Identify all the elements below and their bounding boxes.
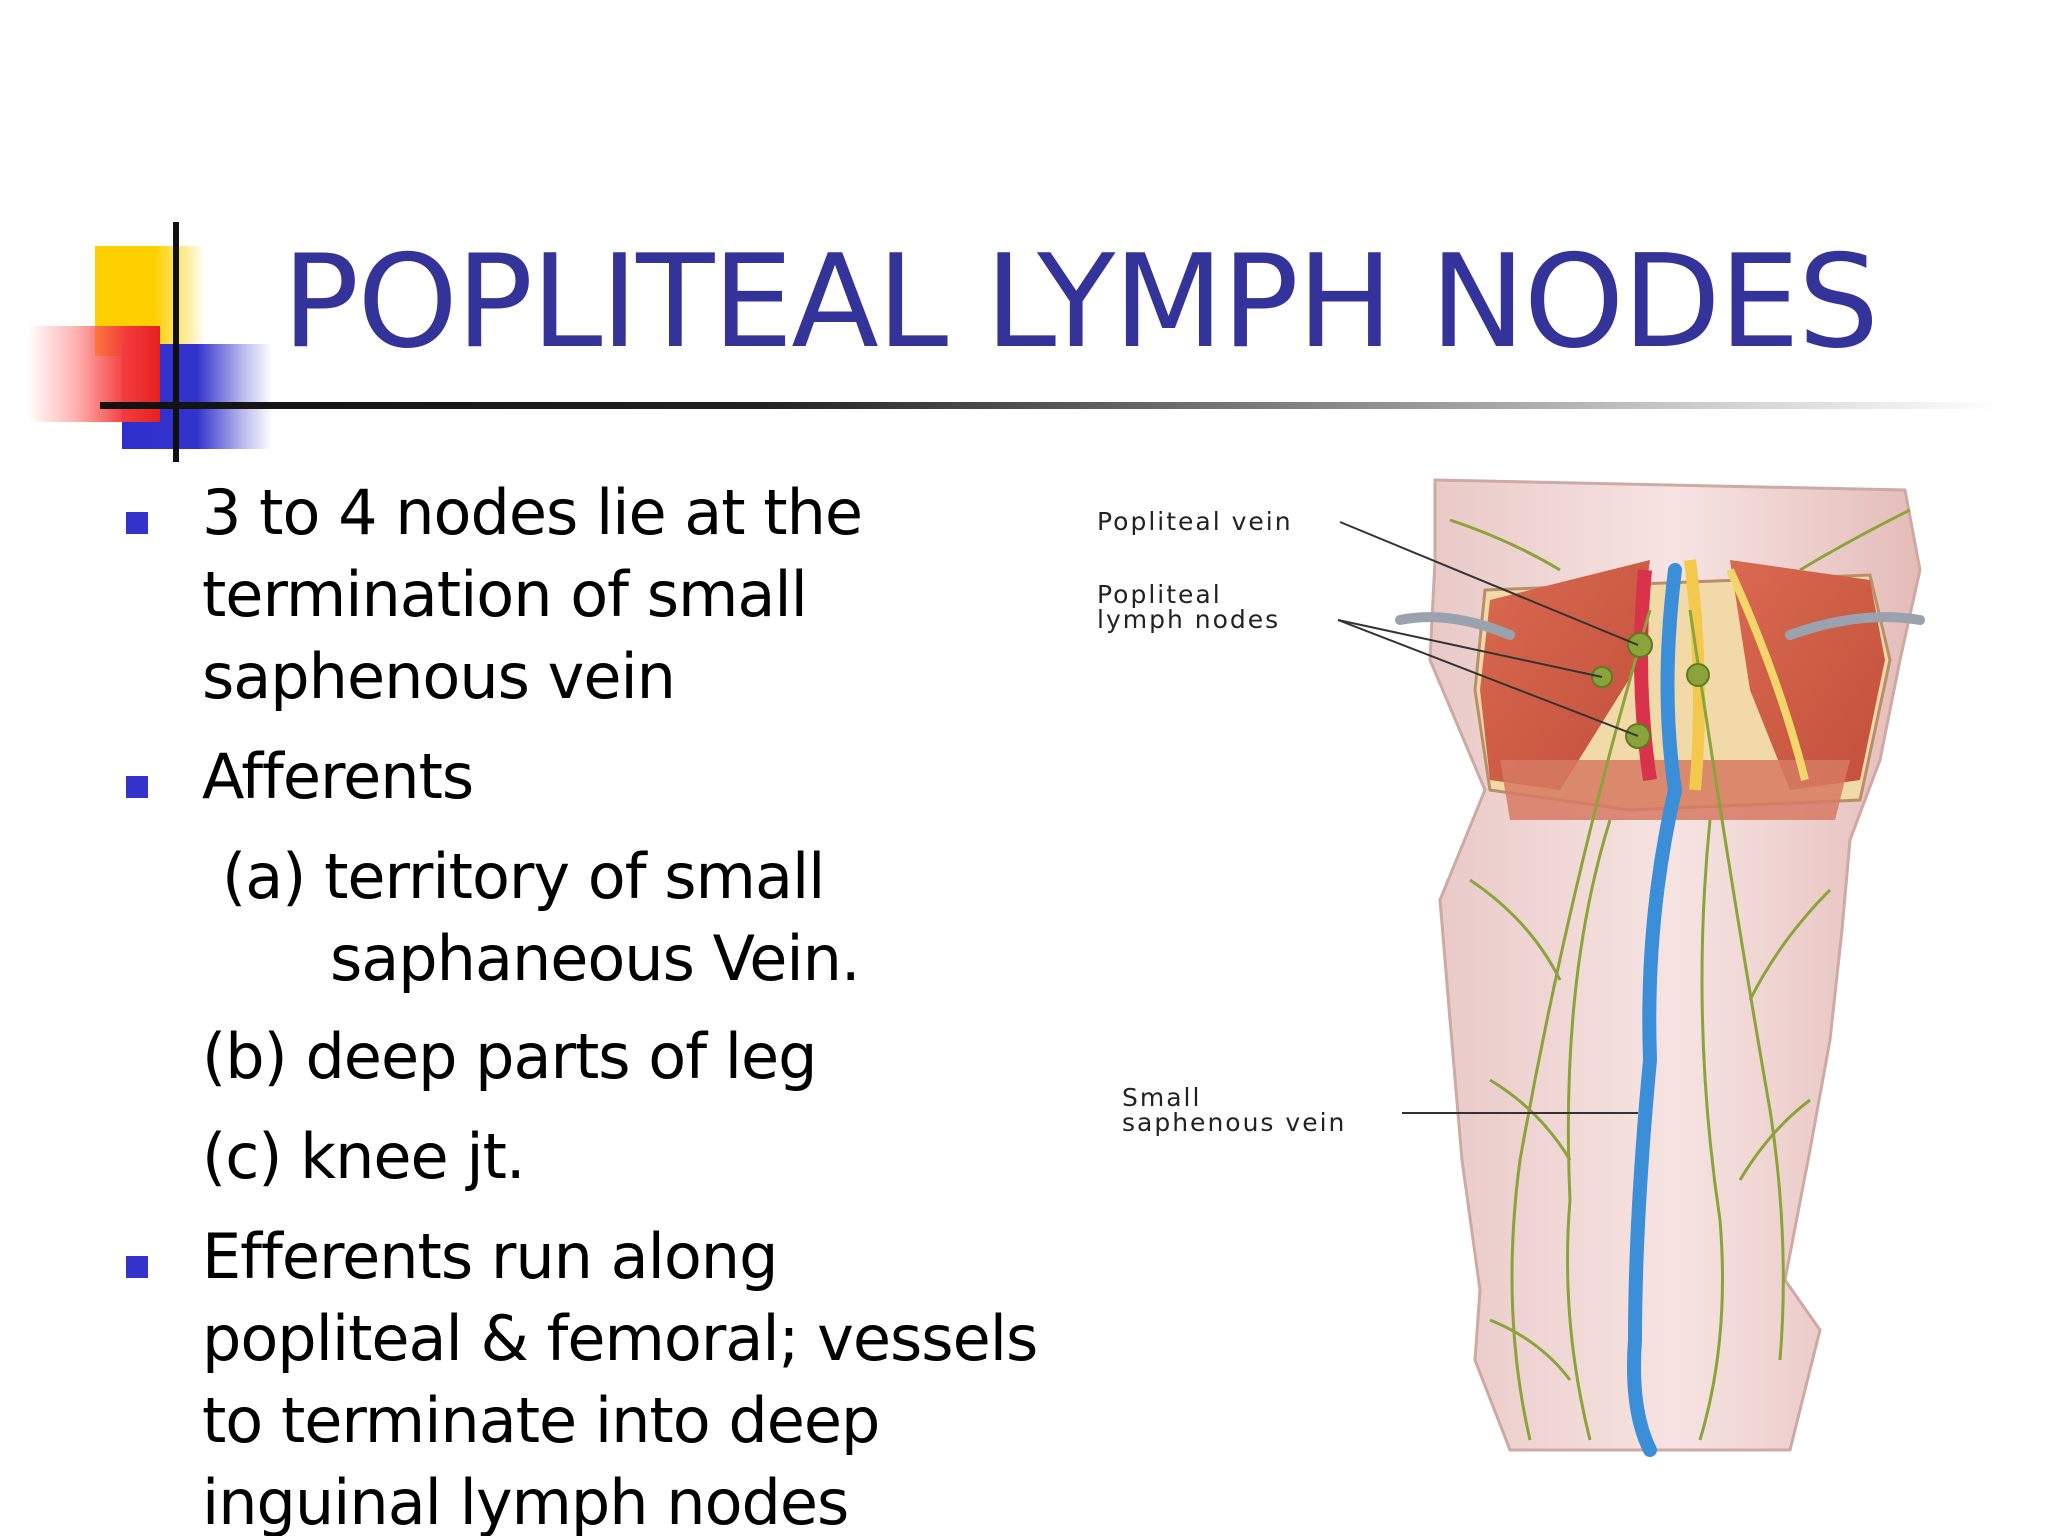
bullet-3-line-2: popliteal & femoral; vessels	[202, 1302, 1038, 1375]
bullet-marker	[126, 1256, 148, 1278]
leader-lines	[1337, 521, 1639, 1114]
popliteal-anatomy-illustration	[1337, 478, 1925, 1457]
afferent-b: (b) deep parts of leg	[202, 1020, 817, 1093]
label-small-saphenous-line-2: saphenous vein	[1122, 1108, 1347, 1137]
popliteal-artery	[1634, 569, 1657, 782]
slide-title: POPLITEAL LYMPH NODES	[282, 228, 1879, 377]
label-popliteal-nodes-line-1: Popliteal	[1097, 580, 1222, 609]
retractor-left	[1395, 612, 1515, 640]
afferent-c: (c) knee jt.	[202, 1120, 526, 1193]
bullet-3-line-1: Efferents run along	[202, 1220, 778, 1293]
bullet-2-line-1: Afferents	[202, 740, 474, 813]
retractor-right	[1785, 612, 1925, 640]
muscle-left	[1480, 560, 1650, 790]
common-peroneal-nerve	[1726, 568, 1809, 781]
bullet-1-line-1: 3 to 4 nodes lie at the	[202, 476, 863, 549]
afferent-a-line-1: (a) territory of small	[222, 840, 825, 913]
small-saphenous-vein	[1627, 563, 1683, 1457]
afferent-a-line-2: saphaneous Vein.	[330, 922, 861, 995]
decor-vertical-line	[173, 222, 179, 462]
bullet-1-line-2: termination of small	[202, 558, 808, 631]
label-popliteal-vein: Popliteal vein	[1097, 507, 1293, 536]
slide-body: 3 to 4 nodes lie at the termination of s…	[126, 476, 1038, 1536]
bullet-3-line-3: to terminate into deep	[202, 1384, 880, 1457]
bullet-marker	[126, 776, 148, 798]
title-underline	[100, 402, 2000, 409]
bullet-marker	[126, 512, 148, 534]
bullet-3-line-4: inguinal lymph nodes	[202, 1466, 849, 1536]
bullet-1-line-3: saphenous vein	[202, 640, 676, 713]
label-popliteal-nodes-line-2: lymph nodes	[1097, 605, 1281, 634]
label-small-saphenous-line-1: Small	[1122, 1083, 1202, 1112]
lymph-vessels	[1449, 508, 1911, 1441]
